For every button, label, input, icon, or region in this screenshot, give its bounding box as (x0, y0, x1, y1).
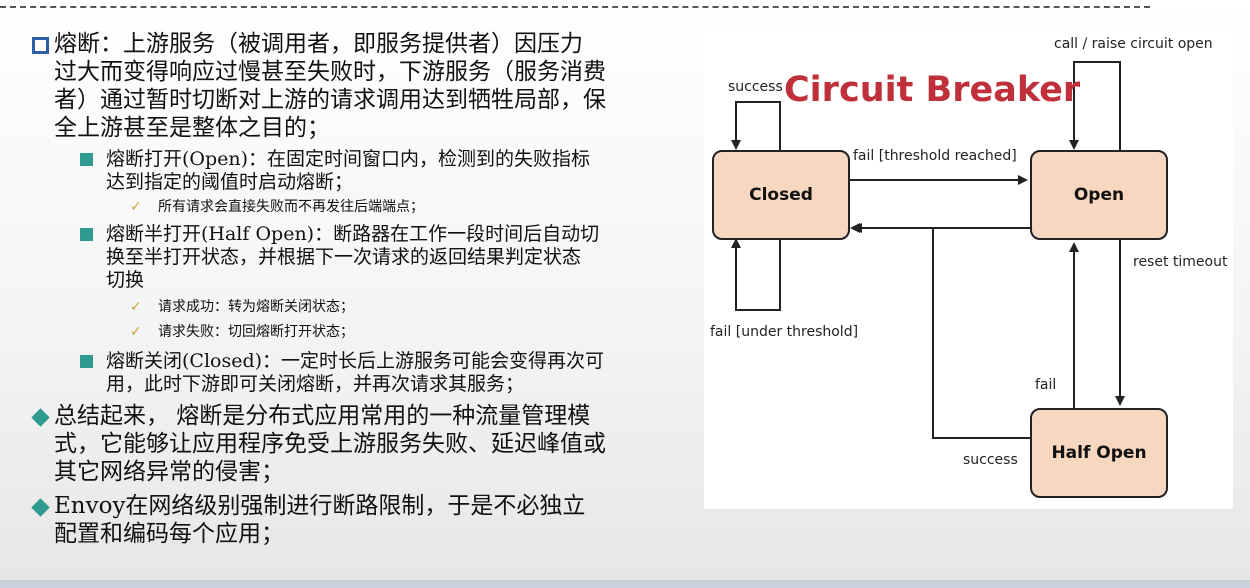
label-fail-under: fail [under threshold] (710, 324, 859, 340)
bottom-bar (0, 580, 1250, 588)
bullet-open: 熔断打开(Open)：在固定时间窗口内，检测到的失败指标 达到指定的阈值时启动熔… (30, 148, 690, 194)
state-half-open: Half Open (1030, 408, 1168, 498)
text-column: 熔断：上游服务（被调用者，即服务提供者）因压力 过大而变得响应过慢甚至失败时，下… (30, 30, 690, 548)
label-call-raise: call / raise circuit open (1054, 36, 1213, 52)
check-icon: ✓ (130, 299, 142, 315)
bullet-half-open-line-2: 换至半打开状态，并根据下一次请求的返回结果判定状态 (106, 246, 582, 268)
label-reset-timeout: reset timeout (1133, 254, 1228, 270)
bullet-envoy-line-2: 配置和编码每个应用； (54, 521, 284, 547)
arrow-call-raise-loop (1069, 61, 1121, 150)
hollow-square-icon (32, 37, 49, 54)
label-success: success (963, 452, 1018, 468)
arrow-success-to-closed (852, 223, 1030, 439)
bullet-closed-line-1: 熔断关闭(Closed)：一定时长后上游服务可能会变得再次可 (106, 350, 605, 372)
top-dashed-rule (0, 6, 1150, 8)
arrow-success-loop (731, 101, 781, 150)
bullet-1-line-4: 全上游甚至是整体之目的； (54, 115, 330, 141)
diamond-icon (31, 498, 50, 517)
label-fail: fail (1035, 377, 1057, 393)
check-1-text: 所有请求会直接失败而不再发往后端端点； (158, 199, 424, 215)
bullet-1-line-3: 者）通过暂时切断对上游的请求调用达到牺牲局部，保 (54, 87, 606, 113)
check-icon: ✓ (130, 324, 142, 340)
check-icon: ✓ (130, 199, 142, 215)
bullet-open-line-1: 熔断打开(Open)：在固定时间窗口内，检测到的失败指标 (106, 148, 591, 170)
diagram-title: Circuit Breaker (784, 70, 1081, 110)
check-3: ✓ 请求失败：切回熔断打开状态； (30, 322, 690, 342)
bullet-envoy: Envoy在网络级别强制进行断路限制，于是不必独立 配置和编码每个应用； (30, 492, 690, 548)
bullet-1: 熔断：上游服务（被调用者，即服务提供者）因压力 过大而变得响应过慢甚至失败时，下… (30, 30, 690, 142)
check-3-text: 请求失败：切回熔断打开状态； (158, 324, 354, 340)
bullet-half-open-line-3: 切换 (106, 269, 145, 291)
circuit-breaker-diagram: Circuit Breaker Closed Open Half Open su… (704, 32, 1233, 509)
check-1: ✓ 所有请求会直接失败而不再发往后端端点； (30, 197, 690, 217)
arrow-fail-under-loop (731, 238, 781, 311)
state-open: Open (1030, 150, 1168, 240)
bullet-summary-line-1: 总结起来， 熔断是分布式应用常用的一种流量管理模 (54, 403, 591, 429)
bullet-closed-line-2: 用，此时下游即可关闭熔断，并再次请求其服务； (106, 373, 525, 395)
diamond-icon (31, 408, 50, 427)
bullet-envoy-line-1: Envoy在网络级别强制进行断路限制，于是不必独立 (54, 493, 586, 519)
bullet-1-line-2: 过大而变得响应过慢甚至失败时，下游服务（服务消费 (54, 59, 606, 85)
bullet-closed: 熔断关闭(Closed)：一定时长后上游服务可能会变得再次可 用，此时下游即可关… (30, 350, 690, 396)
state-closed: Closed (712, 150, 850, 240)
teal-square-icon (80, 355, 93, 368)
label-success-loop: success (728, 79, 783, 95)
bullet-half-open: 熔断半打开(Half Open)：断路器在工作一段时间后自动切 换至半打开状态，… (30, 223, 690, 292)
diagram-arrows (731, 61, 1125, 439)
bullet-1-line-1: 熔断：上游服务（被调用者，即服务提供者）因压力 (54, 31, 583, 57)
bullet-half-open-line-1: 熔断半打开(Half Open)：断路器在工作一段时间后自动切 (106, 223, 600, 245)
bullet-summary-line-2: 式，它能够让应用程序免受上游服务失败、延迟峰值或 (54, 431, 606, 457)
check-2: ✓ 请求成功：转为熔断关闭状态； (30, 297, 690, 317)
label-fail-threshold: fail [threshold reached] (853, 148, 1017, 164)
bullet-open-line-2: 达到指定的阈值时启动熔断； (106, 171, 354, 193)
teal-square-icon (80, 153, 93, 166)
teal-square-icon (80, 228, 93, 241)
bullet-summary: 总结起来， 熔断是分布式应用常用的一种流量管理模 式，它能够让应用程序免受上游服… (30, 402, 690, 486)
check-2-text: 请求成功：转为熔断关闭状态； (158, 299, 354, 315)
bullet-summary-line-3: 其它网络异常的侵害； (54, 459, 284, 485)
